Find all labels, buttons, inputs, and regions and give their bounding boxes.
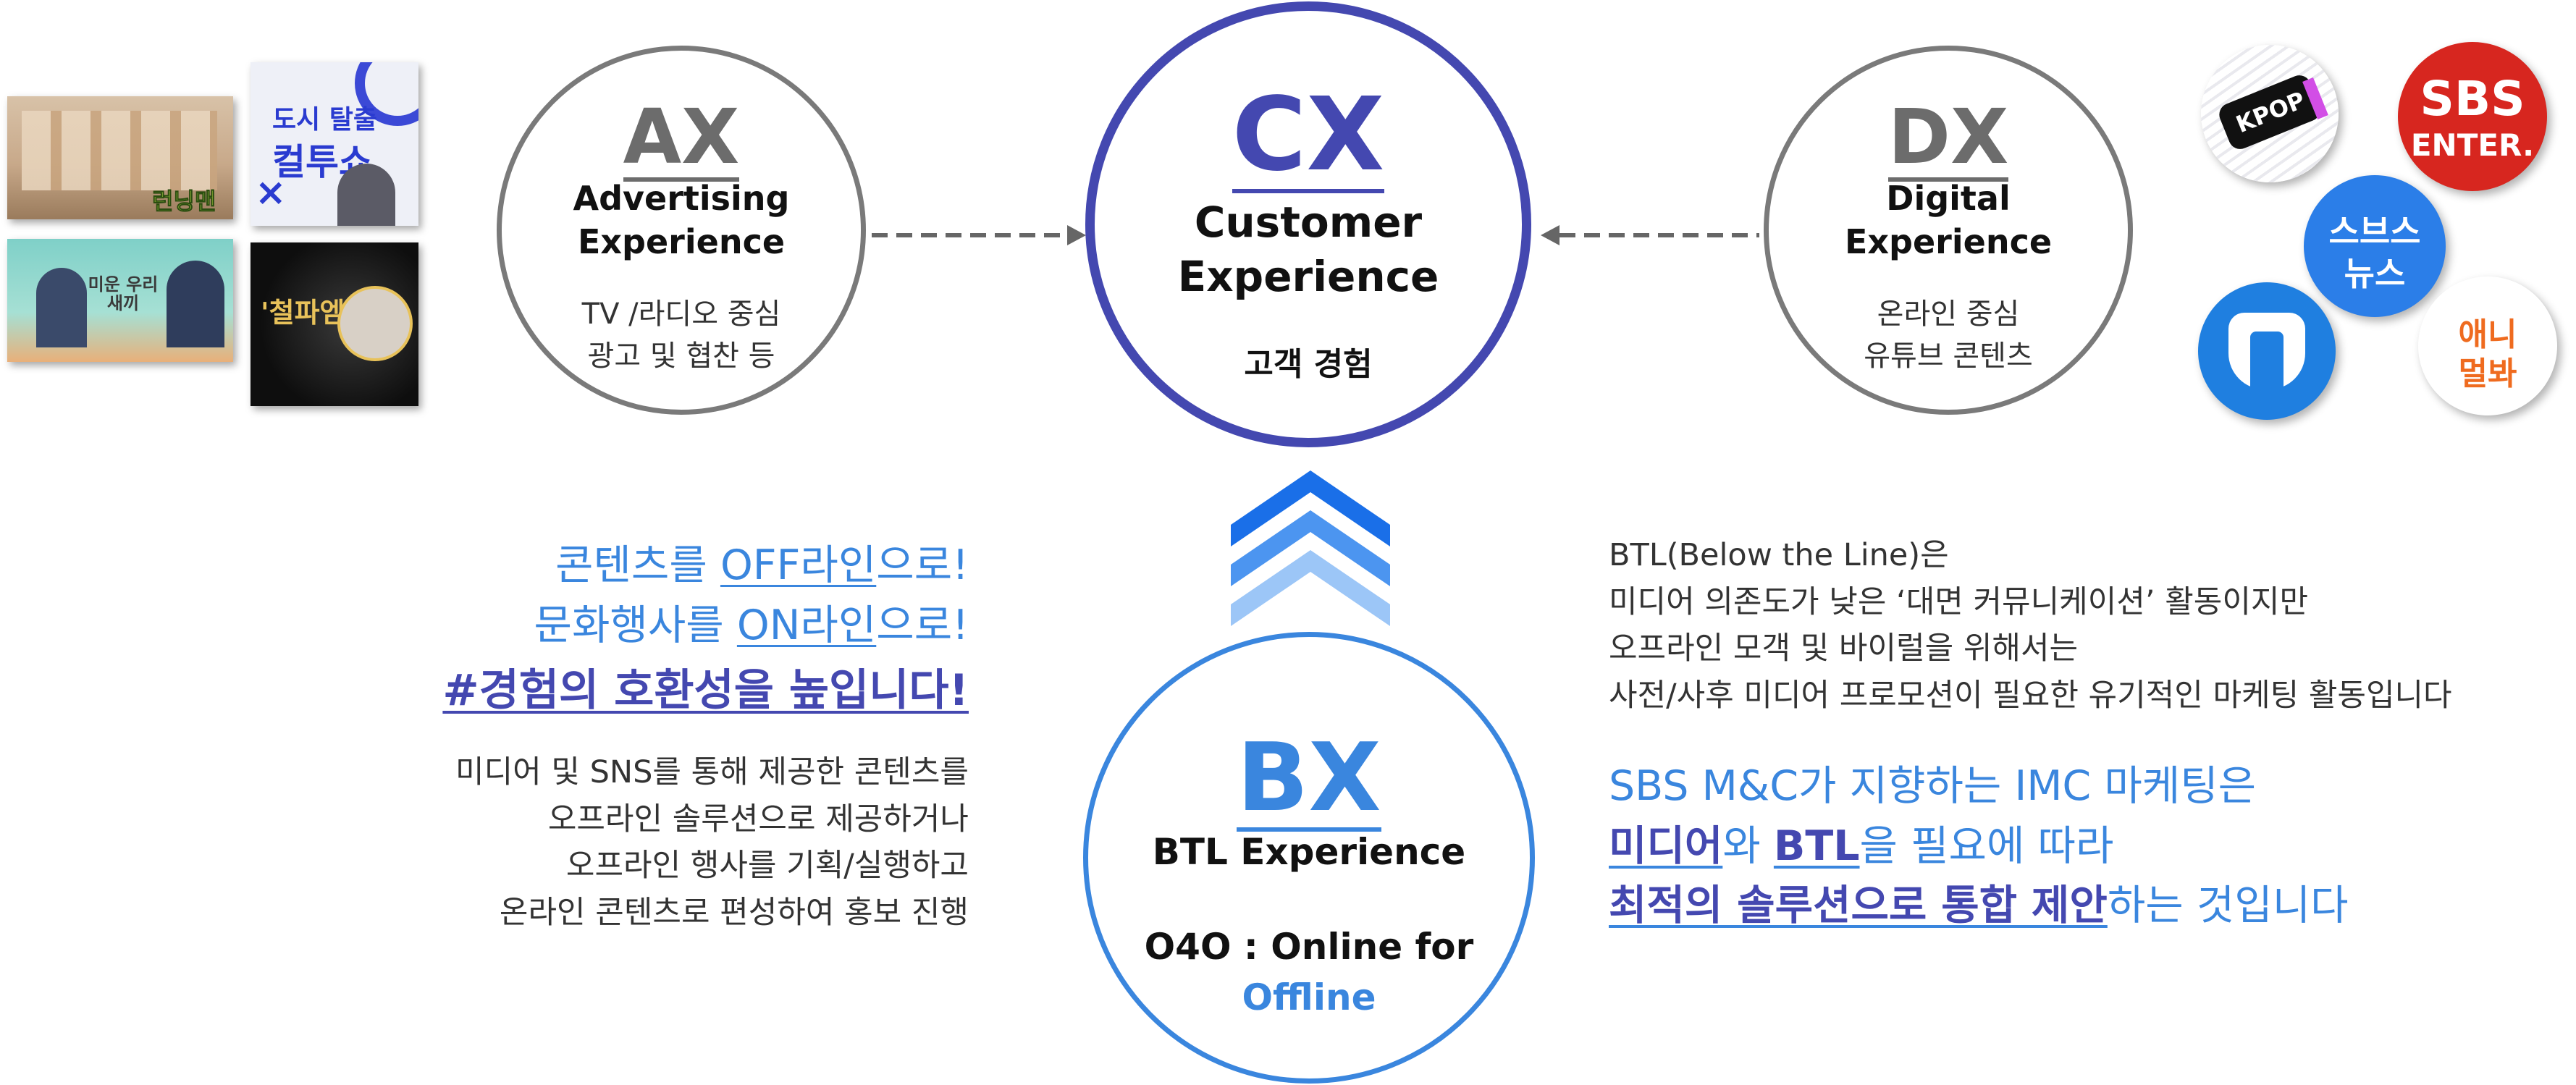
logo-kpop: KPOP bbox=[2201, 45, 2339, 182]
dx-code: DX bbox=[1887, 93, 2009, 182]
cx-title-line2: Experience bbox=[1177, 252, 1439, 302]
logo-moa bbox=[2198, 282, 2336, 420]
chevron-up-icon bbox=[1231, 470, 1390, 626]
ax-title-line1: Advertising bbox=[573, 179, 790, 218]
right-slogan-line2: 미디어와 BTL을 필요에 따라 bbox=[1609, 822, 2114, 870]
thumbnail-running-man: 런닝맨 bbox=[7, 96, 233, 219]
right-desc-line: 사전/사후 미디어 프로모션이 필요한 유기적인 마케팅 활동입니다 bbox=[1609, 677, 2452, 714]
ax-desc-line1: TV /라디오 중심 bbox=[581, 297, 781, 331]
news-logo-line2: 뉴스 bbox=[2344, 254, 2406, 293]
left-desc-line: 미디어 및 SNS를 통해 제공한 콘텐츠를 bbox=[455, 754, 969, 790]
my-little-old-boy-label: 미운 우리 새끼 bbox=[88, 274, 159, 314]
right-slogan-line3: 최적의 솔루션으로 통합 제안하는 것입니다 bbox=[1609, 882, 2349, 930]
bx-circle: BX BTL Experience O4O : Online for Offli… bbox=[1083, 632, 1535, 1084]
right-desc-line: 미디어 의존도가 낮은 ‘대면 커뮤니케이션’ 활동이지만 bbox=[1609, 583, 2308, 620]
cx-title-line1: Customer bbox=[1194, 198, 1423, 247]
left-slogan: 콘텐츠를 OFF라인으로! 문화행사를 ON라인으로! #경험의 호환성을 높입… bbox=[442, 536, 969, 718]
sbs-logo-line2: ENTER. bbox=[2410, 127, 2535, 163]
dx-title: Digital Experience bbox=[1769, 177, 2128, 264]
left-description: 미디어 및 SNS를 통해 제공한 콘텐츠를 오프라인 솔루션으로 제공하거나 … bbox=[455, 749, 969, 936]
left-slogan-line2: 문화행사를 ON라인으로! bbox=[534, 601, 969, 649]
left-desc-line: 오프라인 행사를 기획/실행하고 bbox=[565, 848, 969, 884]
dx-to-cx-arrow bbox=[1541, 225, 1759, 245]
sbs-logo-line1: SBS bbox=[2420, 71, 2525, 127]
ax-code: AX bbox=[623, 93, 740, 182]
o2o-line2: Offline bbox=[1242, 976, 1376, 1018]
dx-description: 온라인 중심 유튜브 콘텐츠 bbox=[1769, 293, 2128, 377]
news-logo-line1: 스브스 bbox=[2328, 212, 2421, 251]
dx-title-line2: Experience bbox=[1844, 221, 2053, 261]
left-desc-line: 오프라인 솔루션으로 제공하거나 bbox=[547, 801, 969, 837]
left-desc-line: 온라인 콘텐츠로 편성하여 홍보 진행 bbox=[499, 894, 969, 931]
anime-logo-line2: 멀봐 bbox=[2458, 355, 2517, 392]
ax-desc-line2: 광고 및 협찬 등 bbox=[587, 339, 775, 373]
ax-circle: AX Advertising Experience TV /라디오 중심 광고 … bbox=[497, 46, 866, 415]
thumbnail-my-little-old-boy: 미운 우리 새끼 bbox=[7, 239, 233, 362]
ax-description: TV /라디오 중심 광고 및 협찬 등 bbox=[502, 293, 861, 377]
cx-subtitle: 고객 경험 bbox=[1244, 346, 1373, 383]
left-slogan-line1: 콘텐츠를 OFF라인으로! bbox=[555, 541, 969, 589]
right-slogan: SBS M&C가 지향하는 IMC 마케팅은 미디어와 BTL을 필요에 따라 … bbox=[1609, 756, 2349, 936]
ax-title: Advertising Experience bbox=[502, 177, 861, 264]
cx-title: Customer Experience bbox=[1095, 195, 1522, 305]
right-desc-line: 오프라인 모객 및 바이럴을 위해서는 bbox=[1609, 630, 2079, 667]
dx-desc-line2: 유튜브 콘텐츠 bbox=[1864, 339, 2033, 373]
logo-anime-meolba: 애니 멀봐 bbox=[2418, 276, 2557, 415]
right-slogan-line1: SBS M&C가 지향하는 IMC 마케팅은 bbox=[1609, 762, 2257, 810]
cx-circle: CX Customer Experience 고객 경험 bbox=[1085, 1, 1531, 447]
running-man-label: 런닝맨 bbox=[151, 187, 216, 216]
thumbnail-cheolpaem: '철파엠' bbox=[251, 242, 418, 406]
dx-circle: DX Digital Experience 온라인 중심 유튜브 콘텐츠 bbox=[1764, 46, 2133, 415]
dx-title-line1: Digital bbox=[1886, 179, 2011, 218]
bx-code: BX bbox=[1237, 722, 1381, 832]
anime-logo-line1: 애니 bbox=[2458, 316, 2517, 353]
x-mark-icon: × bbox=[255, 171, 287, 214]
bx-o2o: O4O : Online for Offline bbox=[1088, 921, 1530, 1023]
logo-sbs-enter: SBS ENTER. bbox=[2398, 42, 2547, 191]
ax-to-cx-arrow bbox=[872, 225, 1086, 245]
bx-title: BTL Experience bbox=[1152, 831, 1466, 873]
cultwo-line1: 도시 탈출 bbox=[272, 105, 378, 135]
right-desc-line: BTL(Below the Line)은 bbox=[1609, 537, 1949, 573]
thumbnail-cultwo-show: 도시 탈출 컬투쇼 × bbox=[251, 62, 418, 226]
cx-code: CX bbox=[1232, 76, 1385, 194]
right-description: BTL(Below the Line)은 미디어 의존도가 낮은 ‘대면 커뮤니… bbox=[1609, 532, 2452, 719]
logo-subs-news: 스브스 뉴스 bbox=[2304, 175, 2446, 317]
o2o-line1: O4O : Online for bbox=[1144, 926, 1474, 968]
ax-title-line2: Experience bbox=[577, 221, 786, 261]
left-slogan-line3: #경험의 호환성을 높입니다! bbox=[442, 665, 969, 717]
dx-desc-line1: 온라인 중심 bbox=[1877, 297, 2020, 331]
